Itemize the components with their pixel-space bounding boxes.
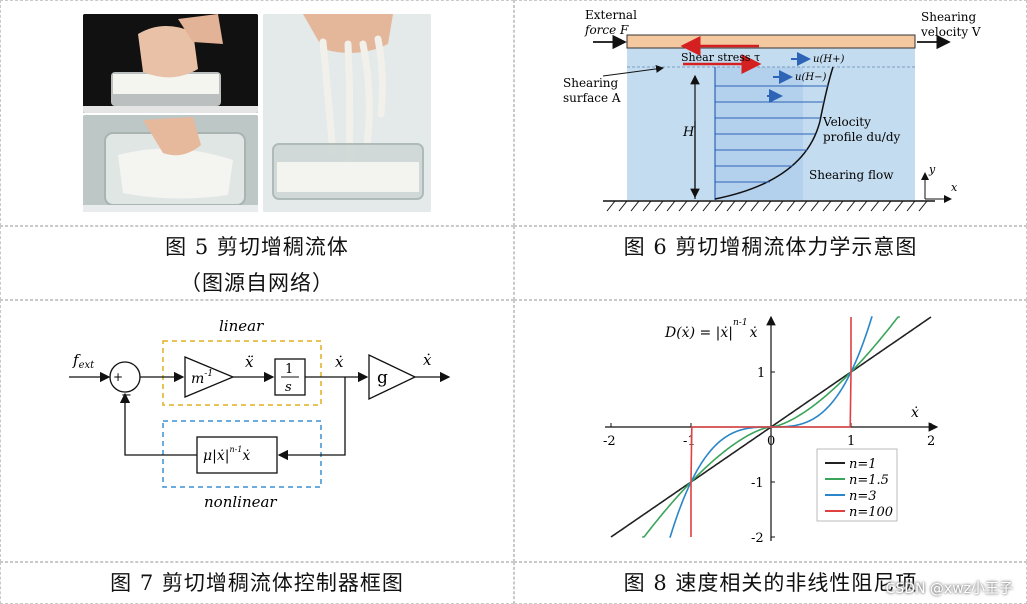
shearing-surface-pointer	[602, 64, 664, 77]
y-tick-label: -2	[751, 531, 764, 546]
legend-label: n=3	[849, 489, 877, 504]
shearing-velocity-label-2: velocity V	[920, 25, 981, 39]
x-tick-label: 0	[767, 434, 775, 449]
axis-y-label: y	[928, 163, 936, 176]
g-gain-block	[368, 353, 417, 401]
legend-label: n=1.5	[849, 473, 889, 488]
chart-legend-box	[816, 448, 898, 522]
chart-series	[610, 316, 932, 538]
integrator-numerator: 1	[285, 362, 293, 377]
photo-hand-in-container-art	[83, 14, 258, 113]
fig7-diagram: linear nonlinear fext + − m-1 ẍ 1 s ẋ g	[69, 317, 451, 511]
mass-gain-block	[184, 356, 235, 398]
external-force-label-2: force F	[584, 23, 629, 37]
velocity-profile-label-2: profile du/dy	[823, 130, 901, 144]
g-gain-label: g	[377, 368, 388, 388]
photo-hand-in-container	[83, 14, 258, 113]
photo-dripping-fluid-art	[263, 14, 431, 212]
linear-label: linear	[219, 317, 264, 335]
y-tick-label: -1	[751, 476, 764, 491]
x-tick-label: -1	[683, 434, 696, 449]
feedback-return-line	[119, 392, 197, 456]
mass-gain-label: m-1	[191, 369, 213, 387]
external-force-label-1: External	[585, 8, 637, 22]
legend-label: n=1	[849, 457, 877, 472]
photo-hand-stirring	[83, 115, 258, 212]
fig7-panel: linear nonlinear fext + − m-1 ẍ 1 s ẋ g	[0, 300, 514, 562]
fig6-panel: External force F Shearing velocity V She…	[514, 0, 1027, 226]
fig5-caption-line2: （图源自网络）	[180, 271, 334, 295]
sum-plus: +	[113, 370, 123, 384]
integrator-denominator: s	[285, 380, 292, 395]
fig7-caption-line: 图 7 剪切增稠流体控制器框图	[110, 571, 404, 595]
chart-axes: ẋ -2 -1 0 1 2 1 -1 -2	[603, 315, 939, 546]
photo-hand-stirring-art	[83, 115, 258, 212]
chart-formula: D(ẋ) = |ẋ|n-1ẋ	[664, 318, 758, 341]
shear-stress-label: Shear stress τ	[681, 51, 760, 64]
fig5-panel	[0, 0, 514, 226]
input-label: fext	[72, 351, 95, 371]
nonlinear-block	[196, 436, 278, 474]
x-tick-label: 2	[927, 434, 935, 449]
fig7-caption: 图 7 剪切增稠流体控制器框图	[0, 562, 514, 604]
shearing-velocity-label-1: Shearing	[921, 10, 977, 24]
fig5-caption-line1: 图 5 剪切增稠流体	[165, 235, 349, 259]
h-label: H	[682, 125, 695, 140]
x-ddot-label: ẍ	[245, 353, 254, 371]
u-mid-label: u(H−)	[795, 72, 826, 83]
x-tick-label: 1	[847, 434, 855, 449]
fig6-caption: 图 6 剪切增稠流体力学示意图	[514, 226, 1027, 300]
x-dot-label: ẋ	[335, 353, 344, 371]
watermark: CSDN @xwz小王子	[885, 581, 1013, 597]
nonlinear-block-label: μ|ẋ|n-1ẋ	[203, 445, 250, 464]
nonlinear-group-box	[162, 420, 322, 488]
feedback-tap-line	[277, 377, 346, 461]
u-top-label: u(H+)	[813, 54, 844, 65]
fig8-chart: D(ẋ) = |ẋ|n-1ẋ ẋ -2 -1 0 1 2 1 -1 -2 n=1n=1.5n=3…	[603, 315, 939, 546]
y-tick-label: 1	[757, 366, 765, 381]
x-axis-label: ẋ	[911, 405, 919, 421]
fig8-caption-line: 图 8 速度相关的非线性阻尼项	[623, 571, 918, 595]
shearing-flow-label: Shearing flow	[809, 168, 894, 182]
fig8-caption: 图 8 速度相关的非线性阻尼项	[514, 562, 1027, 604]
output-label: ẋ	[423, 351, 432, 369]
axis-x-label: x	[951, 181, 958, 194]
top-plate	[626, 34, 916, 49]
legend-label: n=100	[849, 505, 893, 520]
chart-legend: n=1n=1.5n=3n=100	[825, 457, 893, 520]
fig6-caption-line: 图 6 剪切增稠流体力学示意图	[623, 235, 918, 259]
ground-hatch	[606, 200, 928, 212]
fig5-caption: 图 5 剪切增稠流体 （图源自网络）	[0, 226, 514, 300]
nonlinear-label: nonlinear	[204, 493, 277, 511]
x-tick-label: -2	[603, 434, 616, 449]
sum-minus: −	[121, 388, 132, 403]
velocity-profile-curve	[714, 66, 834, 200]
shearing-surface-label-2: surface A	[563, 91, 621, 105]
linear-group-box	[162, 340, 322, 406]
shearing-surface-label-1: Shearing	[563, 76, 619, 90]
fig6-diagram: External force F Shearing velocity V She…	[563, 8, 981, 212]
velocity-profile-label-1: Velocity	[822, 115, 871, 129]
photo-dripping-fluid	[263, 14, 431, 212]
series-line-n-100	[690, 317, 852, 537]
